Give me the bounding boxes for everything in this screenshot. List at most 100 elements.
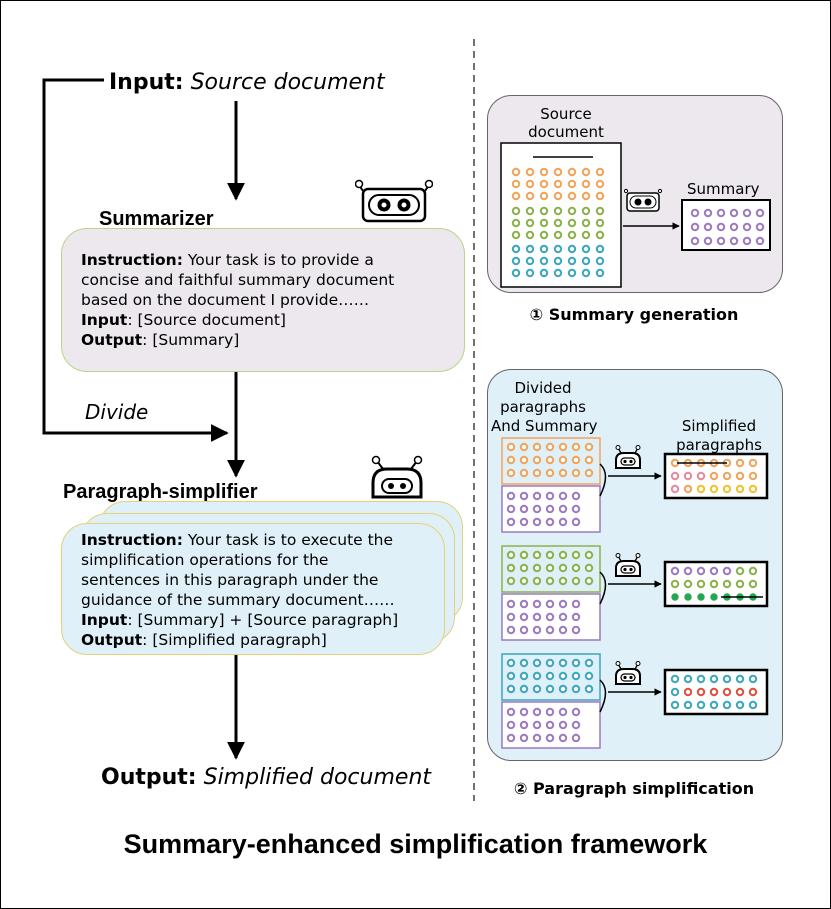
source-document-dot: [581, 268, 591, 278]
divided-label-line: Divided: [514, 379, 572, 397]
paragraph-simplification-caption: ② Paragraph simplification: [513, 779, 755, 798]
simplified-paragraph-dot: [683, 484, 693, 494]
simplified-paragraph-dot: [722, 674, 732, 684]
summarizer-input-label: Input: [81, 311, 128, 329]
source-paragraph-dot: [532, 684, 542, 694]
simplified-paragraph-dot: [709, 687, 719, 697]
simplifier-input-label: Input: [81, 611, 128, 629]
source-paragraph-dot: [558, 468, 568, 478]
source-paragraph-dot: [506, 442, 516, 452]
source-paragraph-dot: [558, 671, 568, 681]
summary-dot: [755, 236, 765, 246]
source-paragraph-dot: [571, 658, 581, 668]
summary-paragraph-dot: [558, 517, 568, 527]
source-document-dot: [539, 230, 549, 240]
source-document-dot: [525, 256, 535, 266]
source-paragraph-frame: [501, 437, 601, 485]
simplified-paragraph-dot: [670, 471, 680, 481]
summary-paragraph-dot: [558, 491, 568, 501]
simplified-paragraph-dot: [696, 700, 706, 710]
source-document-dot: [525, 167, 535, 177]
summary-paragraph-dot: [519, 707, 529, 717]
summary-dot: [729, 236, 739, 246]
source-document-dot: [525, 179, 535, 189]
summary-paragraph-dot: [532, 517, 542, 527]
summary-dot: [742, 222, 752, 232]
source-paragraph-dot: [571, 563, 581, 573]
summary-paragraph-dot: [519, 504, 529, 514]
source-document-dot: [595, 179, 605, 189]
summary-paragraph-dot: [545, 491, 555, 501]
source-document-dot: [511, 244, 521, 254]
simplified-paragraph-dot: [709, 579, 719, 589]
simplified-paragraph-dot: [735, 700, 745, 710]
source-document-dot: [595, 244, 605, 254]
paragraph-robot-icon: [615, 661, 641, 685]
source-document-dot: [539, 218, 549, 228]
source-paragraph-dot: [558, 563, 568, 573]
divide-loop-line: [42, 78, 229, 442]
summarizer-instruction-line: concise and faithful summary document: [81, 271, 395, 289]
summary-paragraph-dot: [532, 733, 542, 743]
summary-paragraph-dot: [558, 625, 568, 635]
simplifier-robot-icon: [371, 455, 423, 499]
summary-paragraph-dot: [545, 625, 555, 635]
source-document-dot: [553, 244, 563, 254]
simplified-paragraph-dot: [709, 566, 719, 576]
simplified-paragraph-dot: [735, 674, 745, 684]
summarizer-output-label: Output: [81, 331, 143, 349]
summary-paragraph-dot: [506, 599, 516, 609]
simplified-paragraph-dot: [722, 484, 732, 494]
source-paragraph-dot: [519, 442, 529, 452]
source-document-dot: [567, 218, 577, 228]
merge-bracket: [599, 679, 607, 713]
source-document-dot: [511, 179, 521, 189]
source-paragraph-dot: [506, 455, 516, 465]
simplified-paragraph-dot: [722, 471, 732, 481]
source-paragraph-dot: [519, 658, 529, 668]
source-document-label-line: Source: [540, 105, 592, 123]
source-document-dot: [511, 167, 521, 177]
source-paragraph-dot: [545, 658, 555, 668]
simplified-paragraph-dot: [683, 687, 693, 697]
source-document-dot: [511, 206, 521, 216]
source-document-dot: [581, 230, 591, 240]
source-paragraph-frame: [501, 653, 601, 701]
summary-paragraph-dot: [532, 625, 542, 635]
source-paragraph-dot: [545, 550, 555, 560]
source-document-dot: [539, 179, 549, 189]
source-document-dot: [539, 167, 549, 177]
input-label: Input:: [109, 70, 184, 95]
source-document-dot: [581, 191, 591, 201]
source-document-dot: [553, 179, 563, 189]
source-paragraph-dot: [571, 576, 581, 586]
summary-paragraph-dot: [558, 612, 568, 622]
summary-paragraph-dot: [571, 707, 581, 717]
summary-paragraph-dot: [519, 517, 529, 527]
simplified-paragraph-dot: [722, 579, 732, 589]
simplified-paragraph-dot: [696, 471, 706, 481]
divided-label-line: paragraphs: [500, 398, 586, 416]
source-paragraph-frame: [501, 545, 601, 593]
source-document-dot: [539, 256, 549, 266]
summary-dot: [729, 222, 739, 232]
source-document-dot: [581, 179, 591, 189]
source-document-dot: [511, 191, 521, 201]
simplifier-prompt-box: [61, 523, 445, 655]
input-value: Source document: [190, 70, 385, 95]
source-paragraph-dot: [545, 671, 555, 681]
summary-paragraph-dot: [532, 720, 542, 730]
summary-paragraph-dot: [558, 733, 568, 743]
summary-paragraph-dot: [506, 491, 516, 501]
simplified-paragraph-dot: [683, 674, 693, 684]
source-document-dot: [595, 218, 605, 228]
summary-paragraph-dot: [506, 504, 516, 514]
simplified-paragraph-dot: [709, 471, 719, 481]
summary-dot: [716, 222, 726, 232]
simplified-paragraph-dot: [748, 674, 758, 684]
simplified-paragraph-dot: [670, 566, 680, 576]
simplifier-instruction-line: simplification operations for the: [81, 551, 329, 569]
simplified-paragraph-dot: [748, 579, 758, 589]
source-document-dot: [581, 256, 591, 266]
